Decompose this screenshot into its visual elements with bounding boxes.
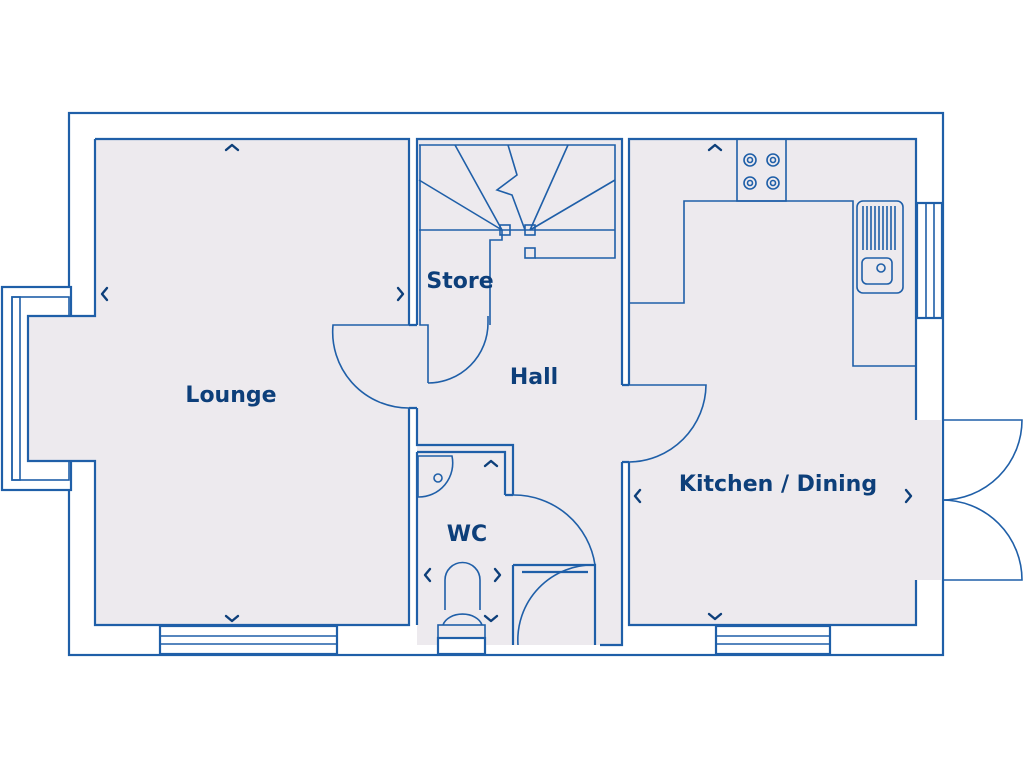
room-label-kitchen-dining: Kitchen / Dining: [679, 472, 877, 497]
room-label-wc: WC: [447, 522, 487, 547]
room-label-hall: Hall: [510, 365, 558, 390]
hob-icon: [743, 153, 780, 190]
dimension-markers: [100, 143, 913, 623]
basin-icon: [417, 455, 454, 498]
room-label-store: Store: [426, 269, 493, 294]
windows: [158, 201, 944, 656]
room-label-lounge: Lounge: [185, 383, 276, 408]
floors: [28, 139, 942, 645]
door-arcs: [331, 316, 1023, 646]
bay-window-pane: [11, 296, 21, 481]
interior-walls: [26, 137, 1023, 656]
